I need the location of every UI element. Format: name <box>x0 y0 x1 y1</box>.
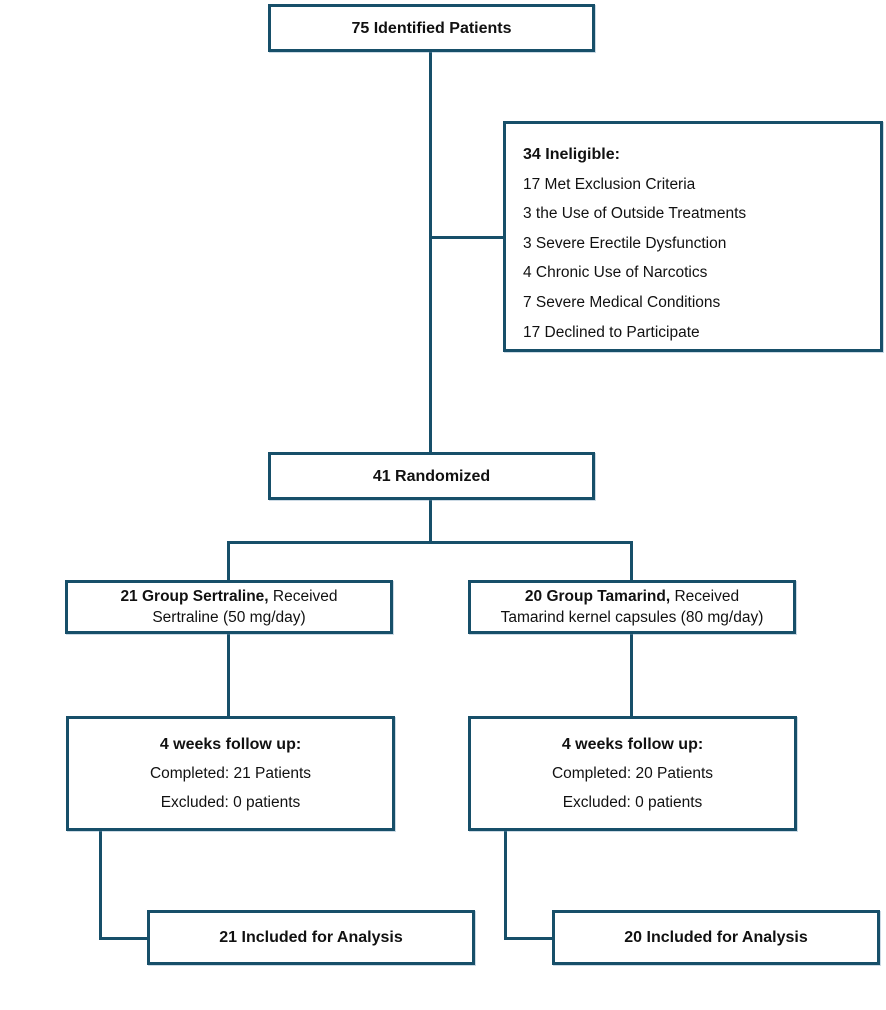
followup-tamarind-excluded: Excluded: 0 patients <box>562 794 703 811</box>
ineligible-item: 3 the Use of Outside Treatments <box>523 205 747 223</box>
identified-patients-label: 75 Identified Patients <box>351 19 512 37</box>
ineligible-item: 17 Declined to Participate <box>523 323 700 341</box>
ineligible-item: 7 Severe Medical Conditions <box>523 293 721 311</box>
connector-branch-right-drop <box>630 541 633 580</box>
followup-sertraline-heading: 4 weeks follow up: <box>159 736 302 753</box>
group-sertraline-line2: Sertraline (50 mg/day) <box>152 609 306 626</box>
node-analysis-sertraline: 21 Included for Analysis <box>147 910 475 965</box>
ineligible-heading: 34 Ineligible: <box>523 146 620 163</box>
connector-branch-horizontal <box>227 541 633 544</box>
connector-to-ineligible <box>429 236 503 239</box>
connector-followup-to-analysis-right-elbow <box>504 937 552 940</box>
group-tamarind-regular: Received <box>670 588 740 605</box>
connector-identified-to-randomized <box>429 52 432 452</box>
followup-tamarind-completed: Completed: 20 Patients <box>551 765 714 782</box>
node-followup-tamarind: 4 weeks follow up: Completed: 20 Patient… <box>468 716 797 831</box>
node-identified-patients: 75 Identified Patients <box>268 4 595 52</box>
connector-randomized-down <box>429 500 432 544</box>
connector-followup-to-analysis-left-vertical <box>99 831 102 940</box>
ineligible-item: 17 Met Exclusion Criteria <box>523 175 696 193</box>
group-sertraline-bold: 21 Group Sertraline, <box>120 588 269 605</box>
node-followup-sertraline: 4 weeks follow up: Completed: 21 Patient… <box>66 716 395 831</box>
group-sertraline-regular: Received <box>268 588 338 605</box>
connector-group-to-followup-left <box>227 634 230 716</box>
followup-sertraline-excluded: Excluded: 0 patients <box>160 794 301 811</box>
group-sertraline-line1: 21 Group Sertraline, Received <box>120 586 337 607</box>
analysis-sertraline-label: 21 Included for Analysis <box>219 929 403 946</box>
node-randomized: 41 Randomized <box>268 452 595 500</box>
node-ineligible: 34 Ineligible: 17 Met Exclusion Criteria… <box>503 121 883 352</box>
ineligible-item: 4 Chronic Use of Narcotics <box>523 264 708 282</box>
connector-group-to-followup-right <box>630 634 633 716</box>
group-tamarind-line2: Tamarind kernel capsules (80 mg/day) <box>500 609 764 626</box>
analysis-tamarind-label: 20 Included for Analysis <box>624 929 808 946</box>
connector-followup-to-analysis-left-elbow <box>99 937 147 940</box>
followup-tamarind-heading: 4 weeks follow up: <box>561 736 704 753</box>
ineligible-item: 3 Severe Erectile Dysfunction <box>523 234 727 252</box>
node-analysis-tamarind: 20 Included for Analysis <box>552 910 880 965</box>
connector-followup-to-analysis-right-vertical <box>504 831 507 940</box>
node-group-tamarind: 20 Group Tamarind, Received Tamarind ker… <box>468 580 796 634</box>
connector-branch-left-drop <box>227 541 230 580</box>
node-group-sertraline: 21 Group Sertraline, Received Sertraline… <box>65 580 393 634</box>
group-tamarind-bold: 20 Group Tamarind, <box>524 588 671 605</box>
followup-sertraline-completed: Completed: 21 Patients <box>149 765 312 782</box>
group-tamarind-line1: 20 Group Tamarind, Received <box>525 586 739 607</box>
randomized-label: 41 Randomized <box>372 467 491 485</box>
